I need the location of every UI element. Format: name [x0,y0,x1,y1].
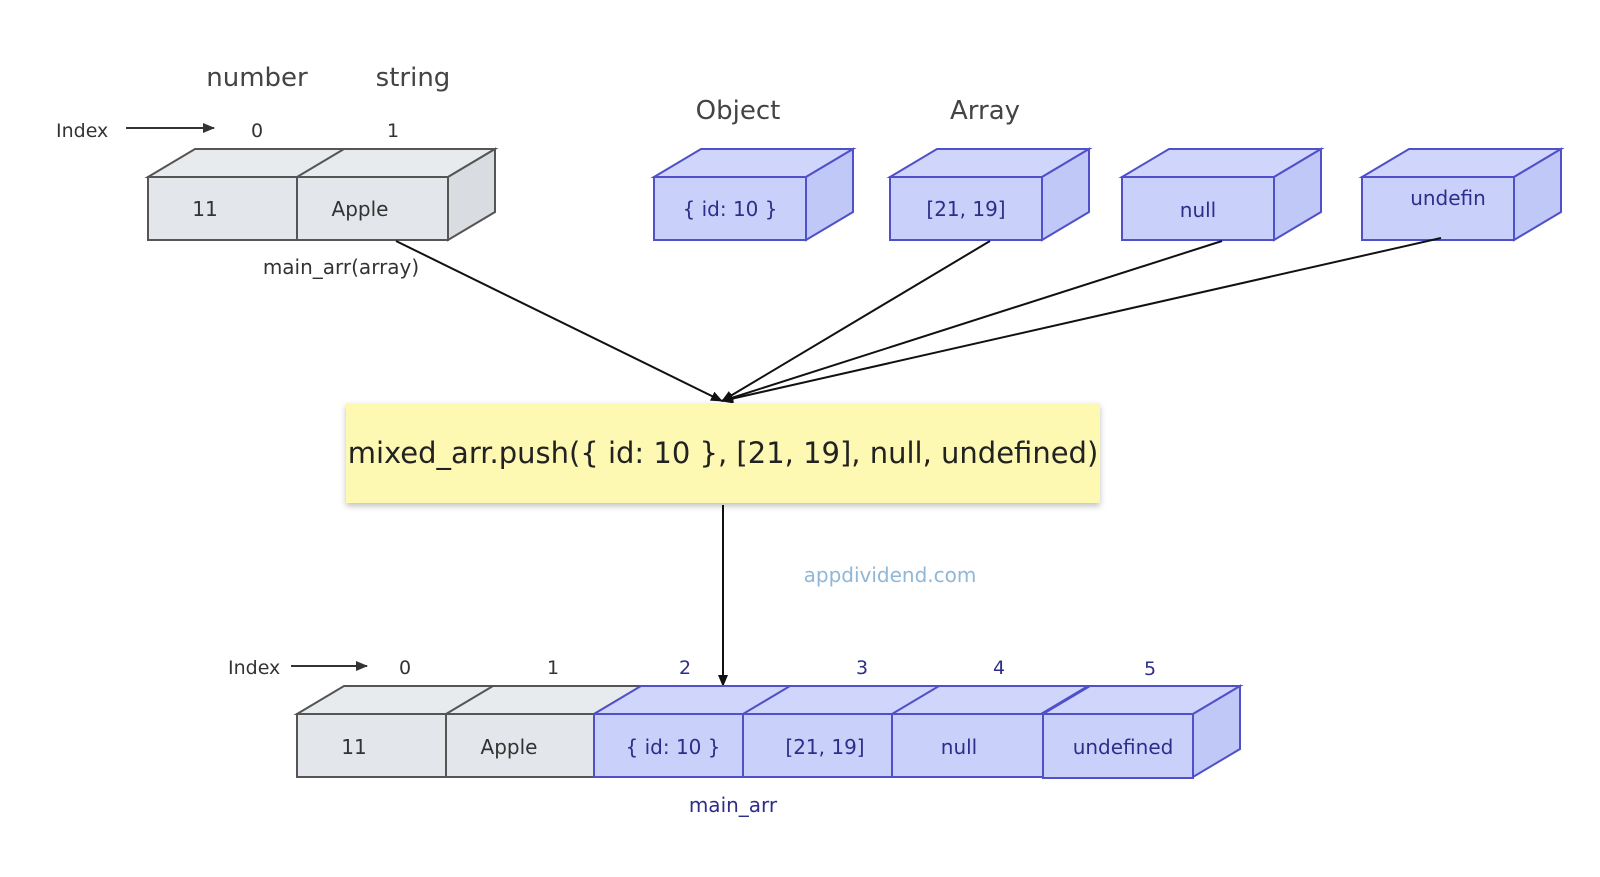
bottom-index-0: 0 [399,657,411,679]
bottom-index-3: 3 [856,657,868,679]
type-label-array: Array [950,96,1020,126]
bottom-index-1: 1 [547,657,559,679]
bottom-array-cell-5: undefined [1042,713,1194,779]
push-statement-text: mixed_arr.push({ id: 10 }, [21, 19], nul… [347,436,1099,470]
bottom-main-array: 11 Apple { id: 10 } [21, 19] null undefi… [293,684,1244,779]
top-array-cell-1: Apple [296,176,449,241]
top-array-caption: main_arr(array) [263,255,419,279]
type-label-string: string [376,63,451,93]
bottom-index-2: 2 [679,657,691,679]
top-index-1: 1 [387,120,399,142]
push-statement-box: mixed_arr.push({ id: 10 }, [21, 19], nul… [346,403,1100,503]
arrow-from-main-array [395,240,723,402]
pushed-item-undefined-text: undefin [1410,186,1486,210]
bottom-index-label: Index [228,657,280,679]
bottom-array-caption: main_arr [689,793,778,817]
bottom-array-cell-0-text: 11 [341,735,366,759]
pushed-item-null: null [1118,147,1325,242]
bottom-array-cell-0: 11 [296,713,447,778]
bottom-array-cell-2: { id: 10 } [593,713,744,778]
pushed-item-object: { id: 10 } [650,147,857,242]
type-label-number: number [206,63,308,93]
top-array-cell-0: 11 [147,176,298,241]
pushed-item-null-text: null [1180,198,1216,222]
bottom-array-cell-3-text: [21, 19] [785,735,864,759]
arrow-from-undefined [721,237,1442,404]
bottom-array-cell-4-text: null [941,735,977,759]
bottom-array-cell-3: [21, 19] [742,713,893,778]
pushed-item-array-text: [21, 19] [926,197,1005,221]
top-array-top-divider [296,148,345,178]
pushed-item-object-text: { id: 10 } [683,197,778,221]
top-index-label: Index [56,120,108,142]
pushed-item-array: [21, 19] [886,147,1093,242]
bottom-array-cell-1-text: Apple [481,735,538,759]
bottom-array-cell-2-text: { id: 10 } [626,735,721,759]
top-main-array: 11 Apple [144,147,499,242]
arrow-from-object [721,240,991,402]
type-label-object: Object [696,96,781,126]
pushed-item-undefined: undefin [1358,147,1565,242]
bottom-index-4: 4 [993,657,1005,679]
bottom-index-5: 5 [1144,658,1156,680]
watermark-text: appdividend.com [803,563,977,587]
top-array-cell-0-text: 11 [192,197,217,221]
top-array-cell-1-text: Apple [332,197,389,221]
bottom-array-cell-5-text: undefined [1073,735,1174,759]
top-index-0: 0 [251,120,263,142]
arrow-from-null [721,240,1223,403]
bottom-array-cell-1: Apple [445,713,595,778]
bottom-array-cell-4: null [891,713,1044,778]
